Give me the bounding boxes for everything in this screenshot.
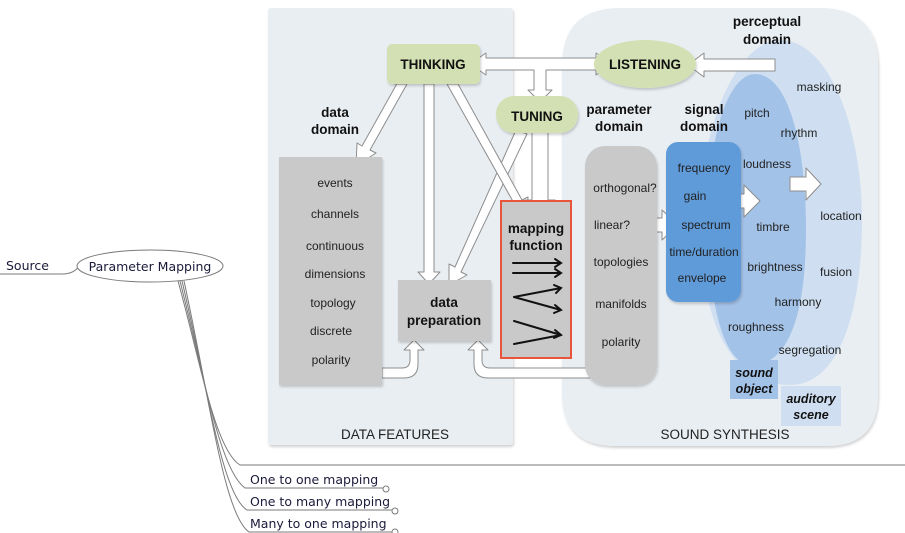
one-to-many-arrow: [513, 284, 563, 298]
thinking-node: [387, 44, 480, 84]
signal-item: time/duration: [669, 245, 738, 259]
perceptual-to-listening-arrow: [687, 52, 776, 78]
signal-domain-heading-2: domain: [680, 119, 728, 134]
sound-object-label-2: object: [736, 382, 774, 396]
signal-item: frequency: [678, 161, 731, 175]
thinking-listening-arrow: [469, 52, 613, 103]
parameter-items-box: [585, 146, 657, 385]
tuning-label: TUNING: [511, 109, 563, 124]
data-item: events: [317, 176, 352, 190]
sound-synthesis-caption: SOUND SYNTHESIS: [660, 427, 789, 442]
data-item: topology: [310, 296, 355, 310]
data-preparation-box: [398, 280, 491, 341]
child-node-label[interactable]: One to many mapping: [250, 494, 390, 509]
mapping-function-box: [500, 200, 572, 359]
connector-child-1: [179, 280, 385, 489]
child-3-collapse-handle[interactable]: [391, 528, 399, 533]
scene-item: masking: [797, 80, 842, 94]
data-to-prep-arrow: [381, 339, 425, 379]
parameter-item: linear?: [594, 218, 630, 232]
parameter-domain-heading-1: parameter: [586, 102, 652, 117]
auditory-scene-box: [781, 386, 841, 426]
signal-item: envelope: [678, 271, 727, 285]
tuning-node: [496, 96, 578, 133]
one-to-one-arrow: [512, 258, 563, 268]
data-domain-heading-1: data: [321, 105, 349, 120]
data-items-box: [279, 157, 382, 385]
object-item: loudness: [743, 157, 791, 171]
thinking-to-prep-arrow-1: [417, 83, 441, 285]
data-item: dimensions: [305, 267, 366, 281]
data-item: continuous: [306, 239, 364, 253]
sound-object-box: [730, 360, 778, 399]
central-node-label[interactable]: Parameter Mapping: [89, 259, 212, 274]
signal-item: gain: [684, 189, 707, 203]
mapping-function-label-1: mapping: [508, 221, 564, 236]
parameter-item: manifolds: [595, 297, 646, 311]
data-preparation-label-1: data: [430, 295, 458, 310]
parameter-domain-heading-2: domain: [595, 119, 643, 134]
signal-items-box: [666, 142, 741, 302]
scene-item: location: [820, 209, 861, 223]
data-domain-heading-2: domain: [311, 122, 359, 137]
signal-item: spectrum: [681, 218, 730, 232]
child-node-label[interactable]: One to one mapping: [250, 472, 378, 487]
mapping-function-label-2: function: [509, 238, 562, 253]
auditory-scene-label-1: auditory: [786, 392, 836, 406]
listening-node: [594, 40, 696, 88]
one-to-many-arrow: [513, 296, 563, 314]
object-item: harmony: [775, 295, 822, 309]
scene-item: fusion: [820, 265, 852, 279]
child-2-collapse-handle[interactable]: [391, 507, 399, 515]
child-1-collapse-handle[interactable]: [382, 485, 390, 493]
data-item: polarity: [312, 353, 351, 367]
object-item: roughness: [728, 320, 784, 334]
parameter-to-prep-arrow: [467, 339, 591, 379]
data-item: discrete: [310, 324, 352, 338]
auditory-scene-label-2: scene: [793, 408, 828, 422]
perceptual-domain-heading-1: perceptual: [733, 14, 801, 29]
parameter-item: polarity: [602, 335, 641, 349]
object-item: timbre: [756, 220, 790, 234]
signal-domain-heading-1: signal: [684, 102, 723, 117]
central-node[interactable]: [76, 249, 224, 283]
source-node-label[interactable]: Source: [6, 258, 49, 273]
sound-object-label-1: sound: [735, 366, 773, 380]
perceptual-domain-heading-2: domain: [743, 32, 791, 47]
thinking-label: THINKING: [400, 57, 465, 72]
data-preparation-label-2: preparation: [407, 313, 481, 328]
object-item: pitch: [744, 106, 769, 120]
connector-child-2: [181, 280, 392, 511]
data-features-caption: DATA FEATURES: [341, 427, 449, 442]
parameter-item: topologies: [594, 255, 649, 269]
scene-item: segregation: [779, 343, 842, 357]
object-item: brightness: [747, 260, 802, 274]
many-to-one-arrow: [513, 334, 562, 345]
listening-label: LISTENING: [609, 57, 681, 72]
mindmap: [0, 265, 905, 533]
connector-child-3: [183, 280, 392, 533]
object-to-scene-arrow: [789, 167, 822, 201]
data-item: channels: [311, 207, 359, 221]
mapping-glyphs: [512, 258, 563, 345]
one-to-one-arrow: [512, 268, 563, 278]
child-node-label[interactable]: Many to one mapping: [250, 516, 387, 531]
object-item: rhythm: [781, 126, 818, 140]
parameter-item: orthogonal?: [593, 181, 657, 195]
